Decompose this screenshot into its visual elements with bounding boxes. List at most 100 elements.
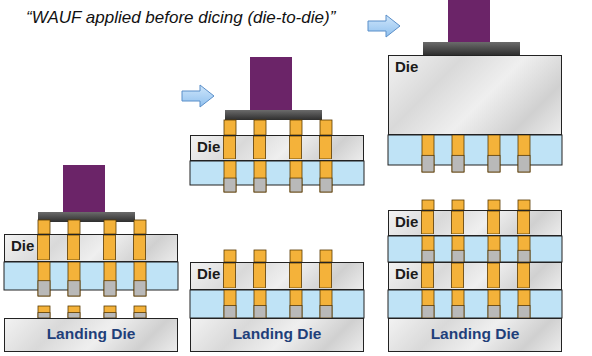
- bump-pad: [254, 305, 266, 318]
- tsv: [320, 263, 332, 288]
- tsv: [320, 136, 332, 159]
- die: Die: [388, 55, 562, 135]
- bump-pad: [422, 305, 434, 318]
- tsv: [290, 263, 302, 288]
- solder-bump: [452, 135, 464, 172]
- solder-bump: [422, 236, 434, 262]
- solder-bump: [422, 135, 434, 172]
- bump-pad: [422, 250, 434, 262]
- bump-pad: [422, 155, 434, 172]
- bump-pad: [290, 305, 302, 318]
- bump-pad: [320, 178, 332, 192]
- solder-bump: [104, 306, 116, 318]
- bump-pad: [134, 281, 146, 296]
- tsv: [422, 211, 434, 234]
- tsv: [452, 211, 464, 234]
- solder-bump: [320, 250, 332, 262]
- solder-bump: [422, 290, 434, 318]
- solder-bump: [422, 200, 434, 210]
- bond-head-plate: [423, 42, 520, 55]
- underfill: [388, 236, 562, 262]
- bump-pad: [254, 178, 266, 192]
- bump-pad: [224, 305, 236, 318]
- solder-bump: [488, 236, 500, 262]
- bond-head-stem: [250, 57, 292, 111]
- die-label: Die: [5, 235, 40, 256]
- underfill: [388, 135, 562, 165]
- solder-bump: [134, 262, 146, 296]
- tsv: [134, 235, 146, 260]
- bump-pad: [518, 305, 530, 318]
- solder-bump: [254, 120, 266, 135]
- landing-die: Landing Die: [190, 318, 364, 352]
- die-label: Die: [389, 263, 424, 284]
- solder-bump: [452, 236, 464, 262]
- bump-pad: [452, 305, 464, 318]
- underfill: [190, 290, 364, 318]
- solder-bump: [452, 290, 464, 318]
- solder-bump: [320, 290, 332, 318]
- die-label: Die: [191, 136, 226, 157]
- landing-die: Landing Die: [4, 318, 178, 352]
- solder-bump: [38, 306, 50, 318]
- solder-bump: [68, 262, 80, 296]
- tsv: [224, 263, 236, 288]
- solder-bump: [68, 220, 80, 234]
- bump-pad: [104, 281, 116, 296]
- die-label: Die: [389, 211, 424, 232]
- underfill: [388, 290, 562, 318]
- die: Die: [388, 210, 562, 236]
- solder-bump: [488, 290, 500, 318]
- tsv: [68, 235, 80, 260]
- solder-bump: [518, 200, 530, 210]
- landing-die-label: Landing Die: [191, 319, 363, 343]
- solder-bump: [518, 290, 530, 318]
- die: Die: [190, 135, 364, 161]
- solder-bump: [104, 262, 116, 296]
- solder-bump: [104, 220, 116, 234]
- tsv: [518, 211, 530, 234]
- tsv: [488, 211, 500, 234]
- bump-pad: [452, 250, 464, 262]
- solder-bump: [224, 161, 236, 192]
- bump-pad: [452, 155, 464, 172]
- bump-pad: [518, 250, 530, 262]
- bump-pad: [488, 305, 500, 318]
- bump-pad: [518, 155, 530, 172]
- process-arrow: [182, 85, 214, 107]
- landing-die-label: Landing Die: [389, 319, 561, 343]
- solder-bump: [224, 290, 236, 318]
- solder-bump: [518, 236, 530, 262]
- bond-head-stem: [63, 165, 105, 213]
- solder-bump: [290, 161, 302, 192]
- solder-bump: [134, 306, 146, 318]
- bond-head-plate: [38, 212, 135, 222]
- solder-bump: [320, 120, 332, 135]
- solder-bump: [452, 200, 464, 210]
- bump-pad: [224, 178, 236, 192]
- solder-bump: [224, 250, 236, 262]
- bond-head-stem: [448, 0, 490, 43]
- solder-bump: [488, 200, 500, 210]
- tsv: [254, 136, 266, 159]
- solder-bump: [38, 262, 50, 296]
- bump-pad: [38, 281, 50, 296]
- solder-bump: [224, 120, 236, 135]
- underfill: [4, 262, 178, 290]
- solder-bump: [254, 250, 266, 262]
- bump-pad: [320, 305, 332, 318]
- solder-bump: [290, 250, 302, 262]
- tsv: [488, 263, 500, 288]
- tsv: [422, 263, 434, 288]
- solder-bump: [134, 220, 146, 234]
- die: Die: [388, 262, 562, 290]
- bond-head-plate: [225, 110, 322, 120]
- title: “WAUF applied before dicing (die-to-die)…: [26, 8, 335, 28]
- solder-bump: [290, 290, 302, 318]
- tsv: [254, 263, 266, 288]
- solder-bump: [488, 135, 500, 172]
- solder-bump: [68, 306, 80, 318]
- landing-die: Landing Die: [388, 318, 562, 352]
- die: Die: [190, 262, 364, 290]
- bump-pad: [290, 178, 302, 192]
